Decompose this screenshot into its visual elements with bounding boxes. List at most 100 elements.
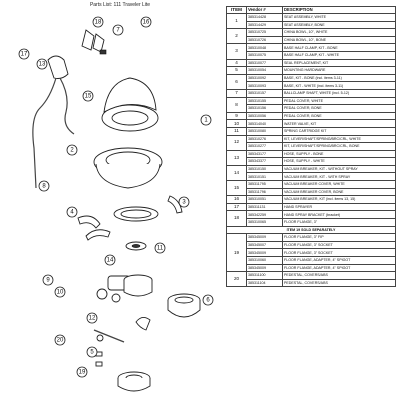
- callout-circle: [66, 144, 78, 156]
- item-number: 12: [226, 134, 247, 151]
- vendor-number: 385310092: [246, 73, 283, 83]
- item-number: 18: [226, 210, 247, 227]
- vendor-number: 385311131: [246, 202, 283, 212]
- base-drawing: [167, 293, 201, 318]
- vendor-number: 385310150: [246, 164, 283, 174]
- callout-number: 7: [116, 27, 120, 33]
- callout-12: 12: [86, 312, 98, 324]
- page-title: Parts List: 111 Traveler Lite: [89, 2, 151, 8]
- callout-number: 4: [70, 209, 74, 215]
- callout-circle: [86, 346, 98, 358]
- part-description: KIT, LEVER/SHAFT/SPRING/BRC/CRL, BONE: [282, 142, 396, 151]
- callout-circle: [202, 294, 214, 306]
- vendor-number: 385310077: [246, 58, 283, 68]
- vendor-number: 385310051: [246, 195, 283, 204]
- part-description: BALLCLAMP SHAFT, WHITE (incl. 5-12): [282, 88, 396, 98]
- hand-sprayer-drawing: [32, 55, 75, 189]
- vendor-number: 385310060: [246, 256, 283, 265]
- vendor-number: 385310075: [246, 50, 283, 60]
- part-description: MOUNTING HARDWARE: [282, 66, 396, 75]
- vendor-number: 385314429: [246, 20, 283, 30]
- pedal-cover-drawing: [135, 317, 151, 331]
- part-description: VACUUM BREAKER, KIT (incl. items 13, 15): [282, 195, 396, 204]
- part-description: BASE, KIT - BONE (incl. items 3-11): [282, 73, 396, 83]
- callout-15: 15: [82, 90, 94, 102]
- callout-number: 9: [46, 277, 50, 283]
- vendor-number: 385310048: [246, 43, 283, 52]
- sold-separately-label: ITEM 19 SOLD SEPARATELY: [226, 225, 396, 235]
- callout-circle: [36, 58, 48, 70]
- callout-circle: [82, 90, 94, 102]
- callout-circle: [38, 180, 50, 192]
- item-number: 5: [226, 66, 247, 75]
- vendor-number: 385310157: [246, 88, 283, 98]
- vendor-number: 385345009: [246, 263, 283, 273]
- callout-circle: [76, 366, 88, 378]
- callout-2: 2: [66, 144, 78, 156]
- callout-9: 9: [42, 274, 54, 286]
- part-description: FLOOR FLANGE, ADAPTER, 4" SPIGOT: [282, 256, 396, 265]
- part-description: FLOOR FLANGE, 3" SOCKET: [282, 240, 396, 250]
- pedestal-cover-drawing: [77, 215, 101, 229]
- part-description: SPRING CARTRIDGE KIT: [282, 126, 396, 136]
- item-number: 7: [226, 88, 247, 98]
- vendor-number: 385310156: [246, 104, 283, 113]
- item-number: 1: [226, 12, 247, 30]
- callout-circle: [140, 16, 152, 28]
- vendor-number: 385343177: [246, 149, 283, 159]
- header-description: DESCRIPTION: [282, 6, 396, 14]
- callout-circle: [92, 16, 104, 28]
- item-number: 14: [226, 164, 247, 182]
- header-vendor: Vendor #: [246, 6, 283, 14]
- callout-20: 20: [54, 334, 66, 346]
- part-description: FLOOR FLANGE, 3" FIP: [282, 233, 396, 242]
- vendor-number: 385310276: [246, 134, 283, 144]
- callout-number: 11: [157, 245, 164, 251]
- part-description: FLOOR FLANGE, 3" SOCKET: [282, 248, 396, 257]
- callout-circle: [66, 206, 78, 218]
- vendor-number: 385314428: [246, 13, 283, 22]
- item-number: 17: [226, 202, 247, 212]
- part-description: FLOOR FLANGE, 3": [282, 218, 396, 227]
- callout-13: 13: [36, 58, 48, 70]
- callout-circle: [200, 114, 212, 126]
- item-number: 20: [226, 271, 247, 288]
- callout-circle: [54, 286, 66, 298]
- vendor-number: 385343377: [246, 157, 283, 166]
- callout-number: 8: [42, 183, 46, 189]
- callout-number: 1: [204, 117, 208, 123]
- part-description: HAND SPRAY BRACKET (bracket): [282, 210, 396, 220]
- sold-separately-row: ITEM 19 SOLD SEPARATELY: [226, 225, 396, 235]
- callout-circle: [112, 24, 124, 36]
- callout-11: 11: [154, 242, 166, 254]
- callout-circle: [42, 274, 54, 286]
- part-description: VACUUM BREAKER, KIT - WITH SPRAY: [282, 172, 396, 182]
- part-description: PEDESTAL, COVERS/ABS: [282, 278, 396, 288]
- part-description: PEDAL COVER, WHITE: [282, 96, 396, 106]
- spring-cartridge-drawing: [123, 274, 153, 297]
- part-description: PEDAL COVER, BONE: [282, 104, 396, 113]
- vendor-number: 385345009: [246, 233, 283, 242]
- china-bowl-drawing: [93, 147, 163, 189]
- part-description: VACUUM BREAKER COVER, BONE: [282, 187, 396, 197]
- callout-17: 17: [18, 48, 30, 60]
